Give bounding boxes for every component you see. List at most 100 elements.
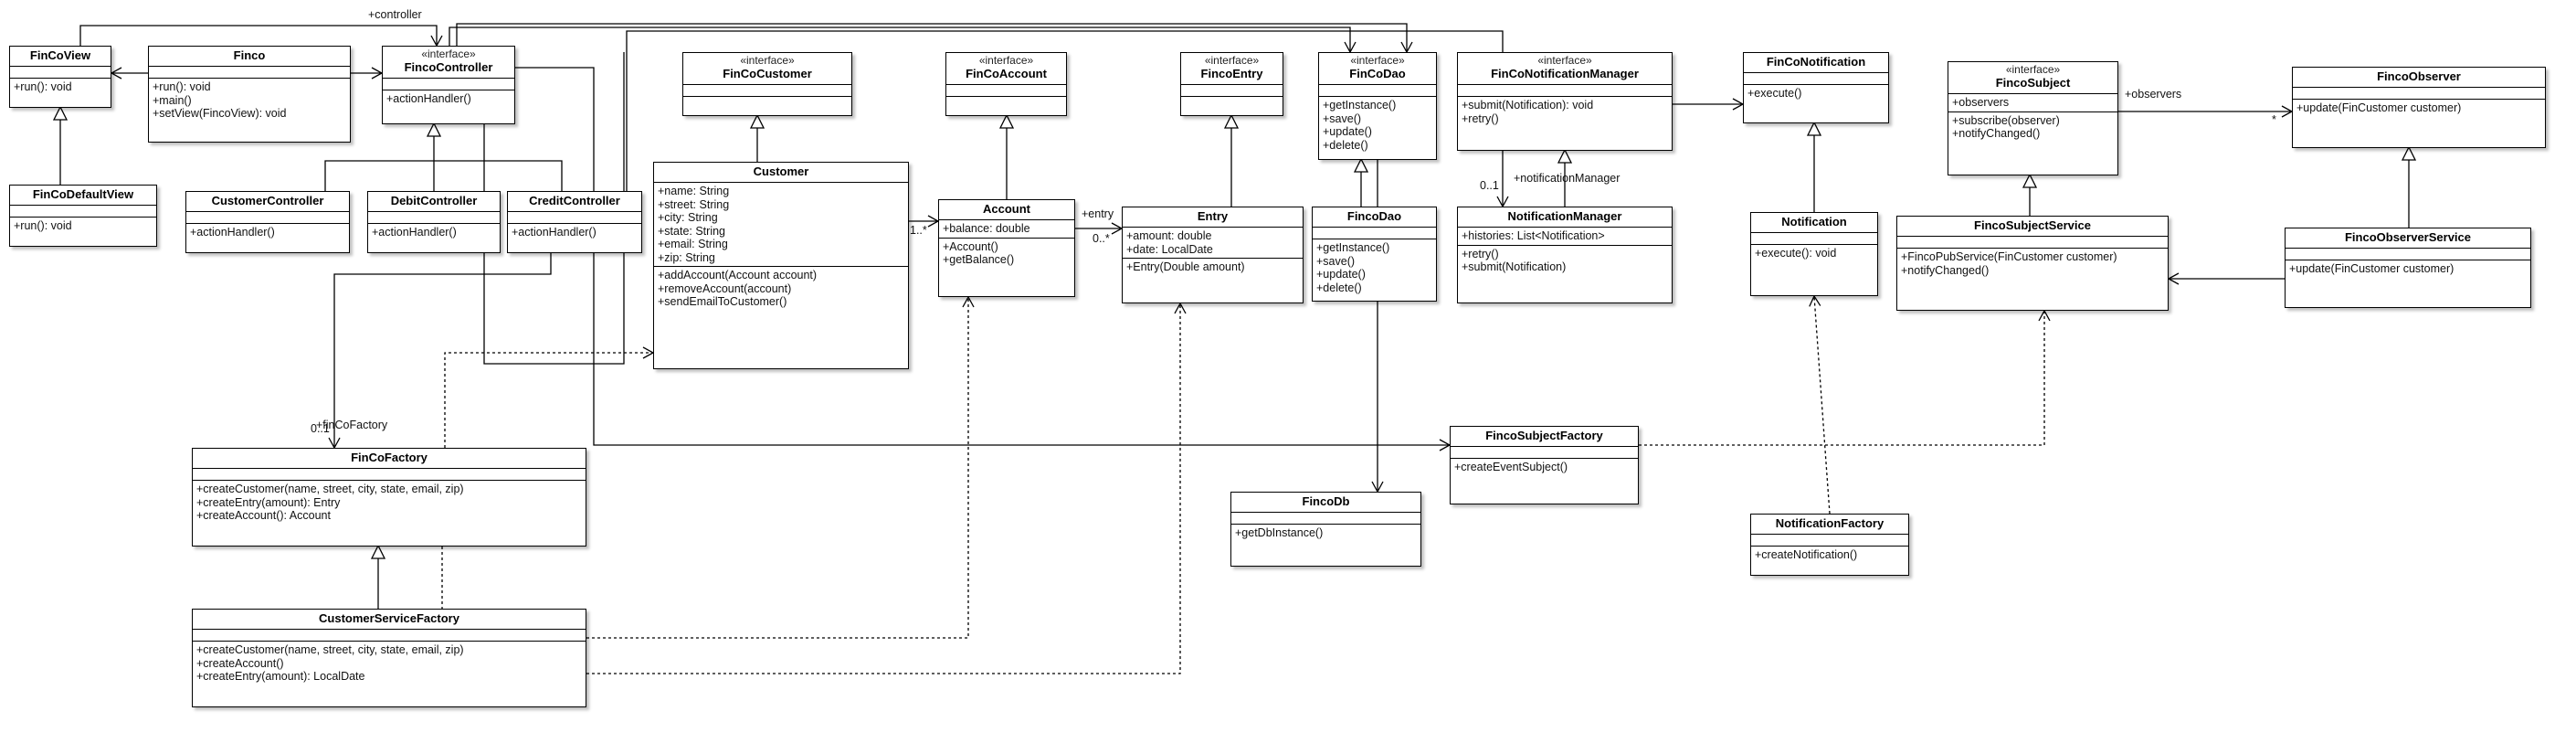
operation: +getInstance() — [1323, 99, 1397, 111]
class-header: «interface»FinCoDao — [1319, 53, 1436, 85]
edge-label-observers: +observers — [2125, 88, 2182, 101]
class-header: Account — [939, 200, 1074, 220]
edge-label-fincofactory-mult: 0..1 — [311, 422, 330, 435]
attribute-section: +amount: double+date: LocalDate — [1123, 228, 1303, 259]
attribute-section: +observers — [1948, 94, 2117, 112]
operation-section: +run(): void — [10, 79, 111, 96]
attribute-section — [383, 79, 514, 90]
operation: +getInstance() — [1316, 241, 1390, 254]
class-box-fincoview: FinCoView +run(): void — [9, 46, 111, 108]
operation-section: +actionHandler() — [508, 224, 641, 241]
attribute: +zip: String — [658, 250, 715, 264]
operation-section: +getInstance()+save()+update()+delete() — [1313, 239, 1436, 296]
operation-section: +getInstance()+save()+update()+delete() — [1319, 97, 1436, 154]
class-box-account: Account+balance: double+Account()+getBal… — [938, 199, 1075, 297]
class-header: FinCoDefaultView — [10, 186, 156, 206]
operation: +actionHandler() — [372, 226, 457, 239]
operation: +subscribe(observer) — [1952, 113, 2060, 127]
attribute: +name: String — [658, 185, 730, 197]
assoc-finco-controller-top — [449, 27, 1357, 54]
inherit-credit-controller — [434, 160, 563, 191]
attribute-section — [10, 67, 111, 79]
operation-section: +update(FinCustomer customer) — [2293, 100, 2545, 117]
operation: +save() — [1323, 111, 1362, 125]
class-header: «interface»FinCoAccount — [946, 53, 1066, 85]
operation-section: +actionHandler() — [368, 224, 500, 241]
operation: +update(FinCustomer customer) — [2289, 262, 2455, 275]
attribute-section — [1313, 228, 1436, 239]
class-box-fincodao: FincoDao +getInstance()+save()+update()+d… — [1312, 207, 1437, 302]
class-header: «interface»FinCoNotificationManager — [1458, 53, 1672, 85]
class-box-customerservicefactory: CustomerServiceFactory+createCustomer(na… — [192, 609, 586, 707]
class-box-notificationmanager: NotificationManager+histories: List<Noti… — [1457, 207, 1673, 303]
operation: +createEntry(amount): Entry — [196, 495, 341, 509]
attribute-section — [1319, 85, 1436, 97]
attribute-section — [368, 212, 500, 224]
attribute-section: +name: String+street: String+city: Strin… — [654, 183, 908, 267]
class-name: NotificationFactory — [1775, 516, 1884, 530]
class-stereotype: «interface» — [978, 54, 1034, 67]
class-header: Finco — [149, 47, 350, 67]
operation: +delete() — [1316, 281, 1362, 294]
edge-label-notification-manager: +notificationManager — [1514, 172, 1621, 185]
class-box-fincodefaultview: FinCoDefaultView +run(): void — [9, 185, 157, 247]
attribute-section — [10, 206, 156, 218]
class-name: FincoSubjectService — [1974, 218, 2091, 232]
class-header: CustomerController — [186, 192, 349, 212]
class-stereotype: «interface» — [1350, 54, 1405, 67]
class-box-fincodb: FincoDb+getDbInstance() — [1230, 492, 1421, 567]
attribute: +date: LocalDate — [1126, 242, 1213, 256]
operation: +actionHandler() — [386, 92, 471, 105]
operation: +retry() — [1462, 247, 1499, 260]
class-box-fincoobserver: FincoObserver +update(FinCustomer custome… — [2292, 67, 2546, 148]
class-name: FincoSubject — [1995, 76, 2071, 90]
class-box-finco: Finco +run(): void+main()+setView(FincoVi… — [148, 46, 351, 143]
class-header: Customer — [654, 163, 908, 183]
attribute-section — [2293, 88, 2545, 100]
attribute-section — [149, 67, 350, 79]
operation: +update() — [1323, 125, 1372, 138]
class-name: FinCoNotification — [1766, 55, 1866, 69]
class-header: FinCoFactory — [193, 449, 586, 469]
class-header: NotificationManager — [1458, 207, 1672, 228]
operation: +createAccount() — [196, 656, 284, 670]
operation-section: +Account()+getBalance() — [939, 239, 1074, 269]
class-box-fincofactory: FinCoFactory+createCustomer(name, street… — [192, 448, 586, 547]
class-header: «interface»FinCoCustomer — [683, 53, 851, 85]
attribute: +amount: double — [1126, 229, 1212, 242]
class-header: NotificationFactory — [1751, 515, 1908, 535]
attribute-section — [1751, 535, 1908, 547]
class-box-fincosubjectfactory: FincoSubjectFactory+createEventSubject() — [1450, 426, 1639, 504]
class-header: CreditController — [508, 192, 641, 212]
operation-section: +run(): void+main()+setView(FincoView): … — [149, 79, 350, 122]
class-name: FinCoDao — [1349, 67, 1406, 80]
operation-section: +FincoPubService(FinCustomer customer)+n… — [1897, 249, 2168, 279]
attribute: +street: String — [658, 197, 730, 211]
operation-section: +subscribe(observer)+notifyChanged() — [1948, 112, 2117, 143]
attribute-section — [186, 212, 349, 224]
operation-section — [1181, 97, 1283, 108]
operation: +createCustomer(name, street, city, stat… — [196, 643, 464, 656]
class-name: FincoObserver — [2377, 69, 2461, 83]
class-name: FincoDao — [1346, 209, 1402, 223]
operation: +run(): void — [14, 219, 72, 232]
operation-section: +run(): void — [10, 218, 156, 235]
attribute-section — [1181, 85, 1283, 97]
operation: +update() — [1316, 268, 1366, 281]
class-header: FincoDao — [1313, 207, 1436, 228]
operation: +actionHandler() — [512, 226, 596, 239]
class-header: «interface»FincoSubject — [1948, 62, 2117, 94]
class-name: FinCoView — [29, 48, 91, 62]
operation: +main() — [153, 93, 192, 107]
class-stereotype: «interface» — [740, 54, 795, 67]
attribute-section — [1458, 85, 1672, 97]
class-box-fincocontroller: «interface»FincoController+actionHandler… — [382, 46, 515, 124]
operation-section: +Entry(Double amount) — [1123, 259, 1303, 276]
operation: +run(): void — [153, 80, 211, 93]
operation-section: +update(FinCustomer customer) — [2286, 260, 2530, 278]
attribute-section — [1451, 447, 1638, 459]
operation: +removeAccount(account) — [658, 281, 792, 295]
attribute: +email: String — [658, 238, 728, 250]
class-name: FincoController — [404, 60, 493, 74]
class-header: Entry — [1123, 207, 1303, 228]
